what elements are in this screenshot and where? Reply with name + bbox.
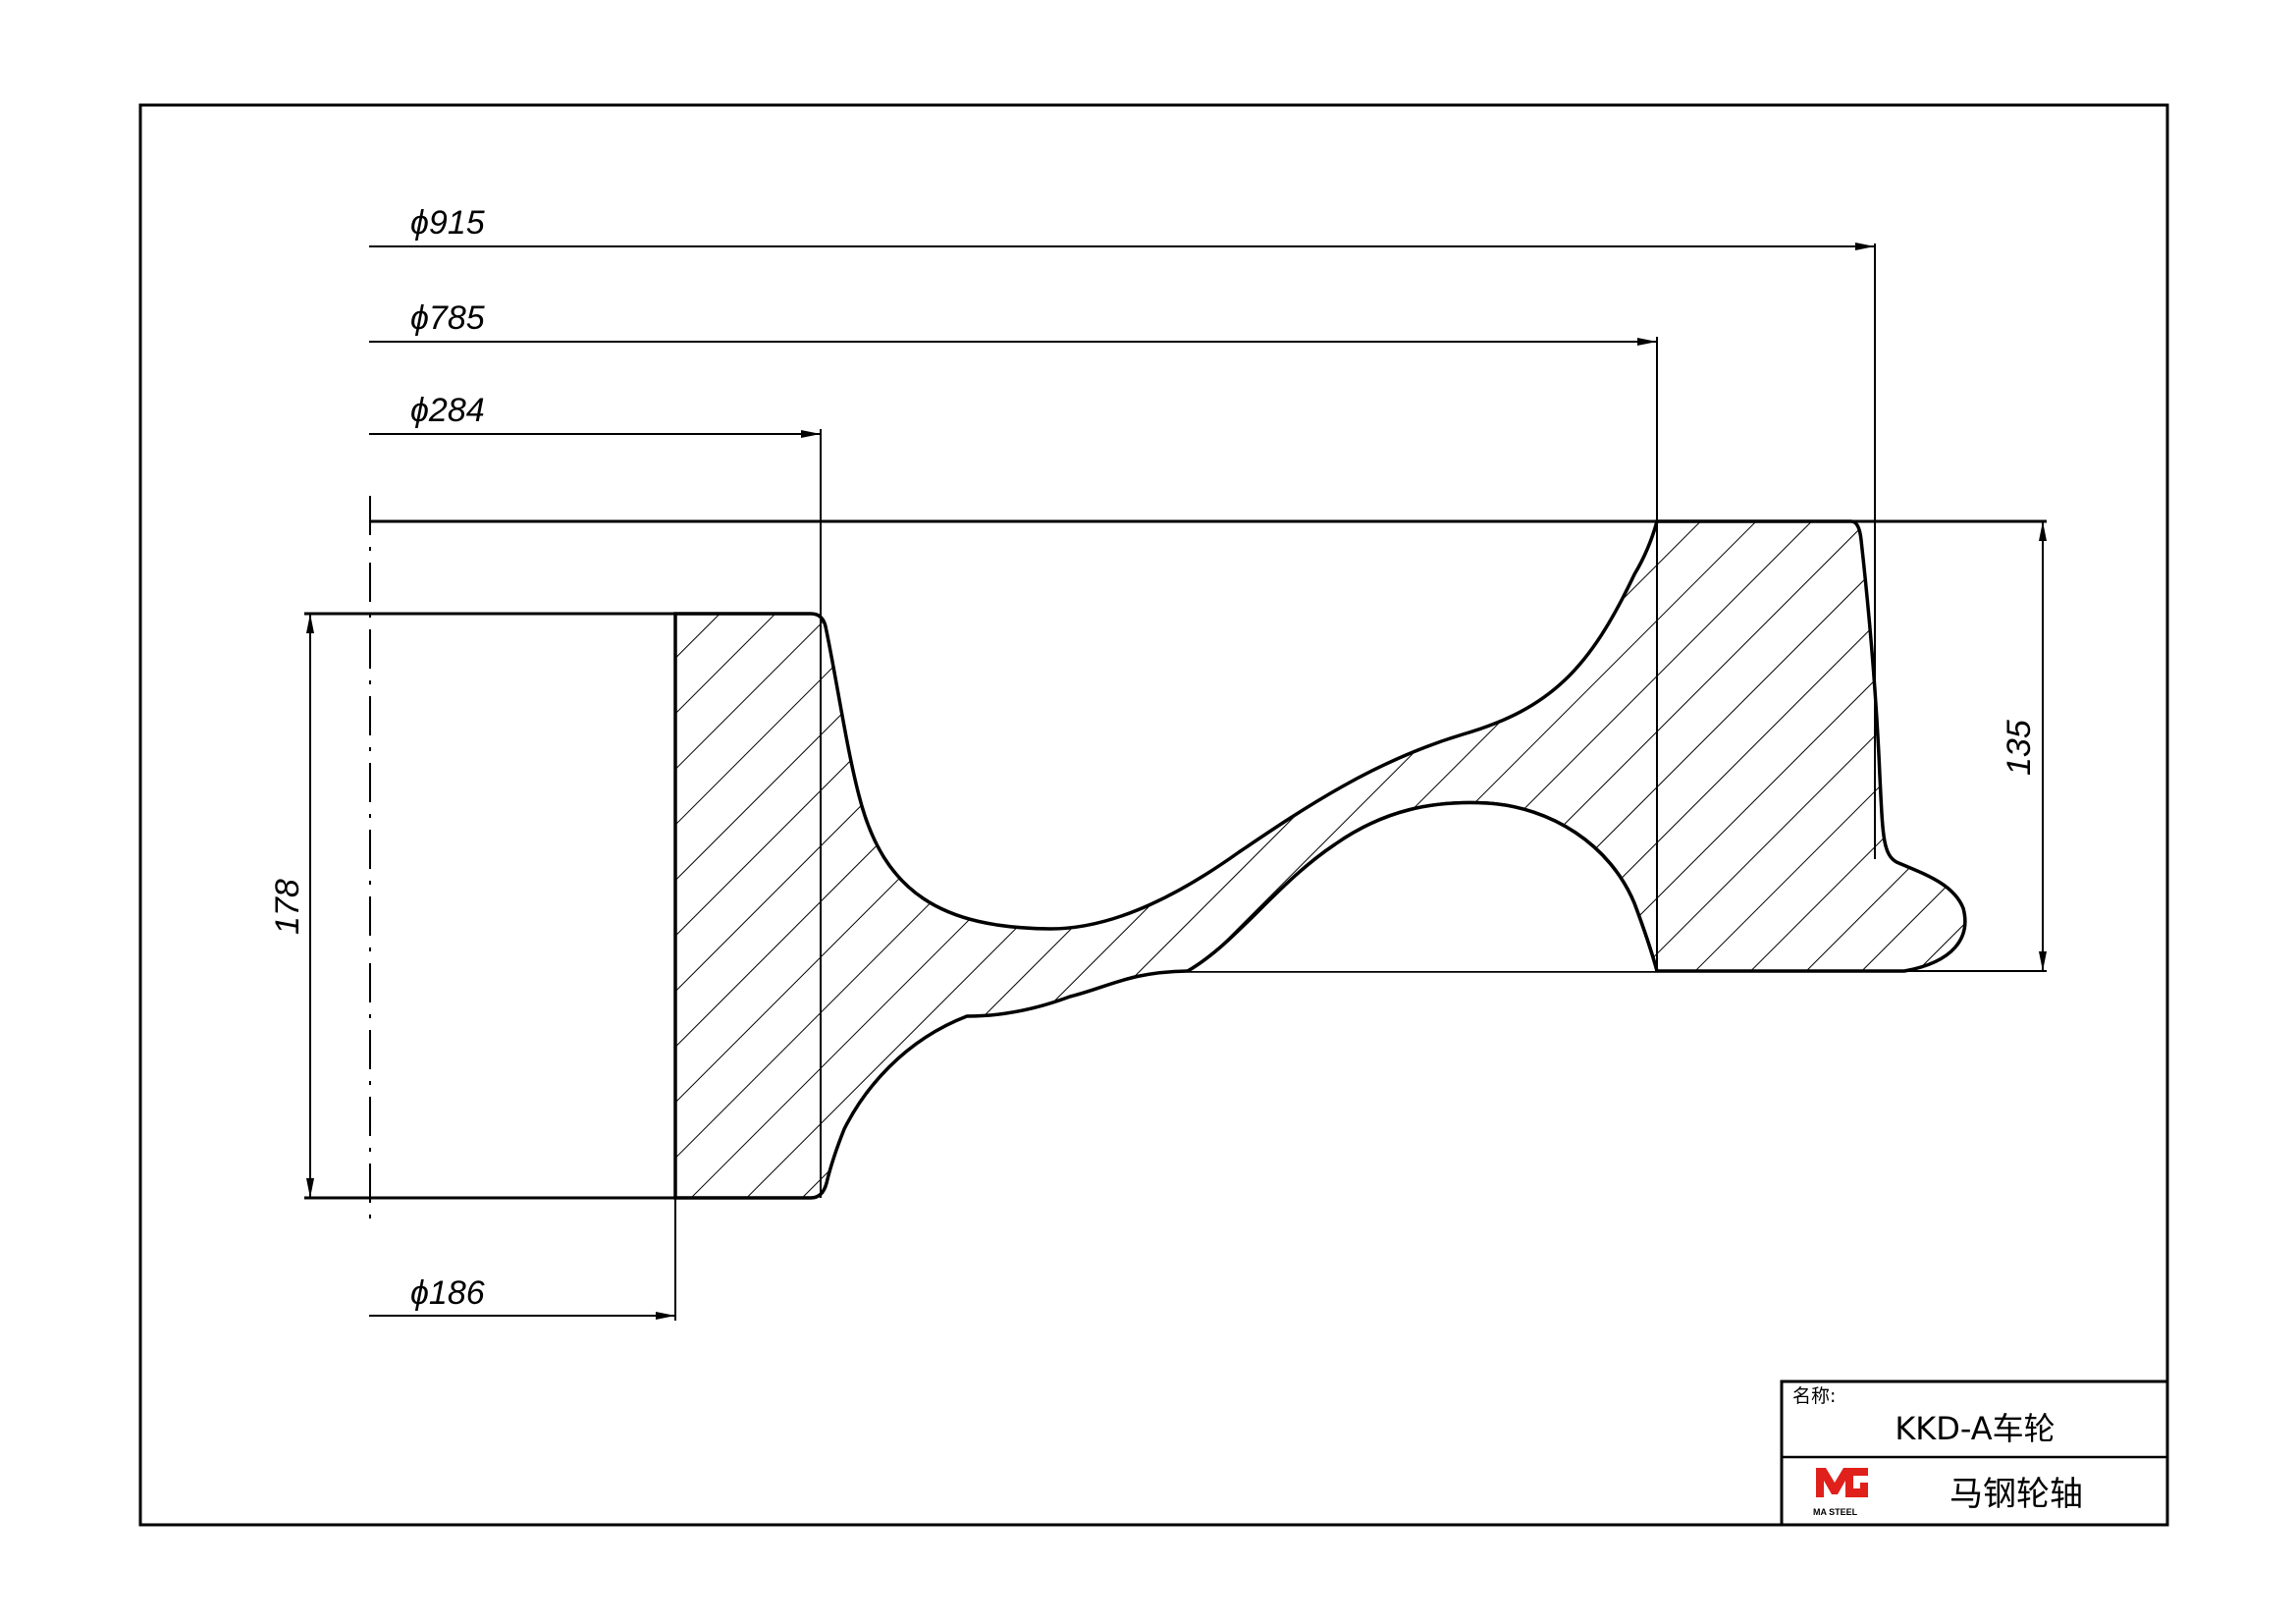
drawing-frame: [138, 103, 2169, 1527]
dim-text-d915: ϕ915: [410, 204, 485, 242]
dim-text-d186: ϕ186: [410, 1274, 485, 1312]
part-name: KKD-A车轮: [1895, 1410, 2055, 1447]
dim-text-h178: 178: [269, 879, 306, 935]
company-name: 马钢轮轴: [1949, 1475, 2083, 1514]
masteel-logo: MA STEEL: [1813, 1468, 1868, 1517]
masteel-logo-text: MA STEEL: [1813, 1507, 1858, 1517]
dim-text-h135: 135: [2001, 720, 2038, 776]
title-block-frame: [1780, 1380, 2169, 1527]
dim-text-d284: ϕ284: [410, 392, 485, 429]
web-inner-fill: [1188, 802, 1657, 971]
web-inner-outline: [1187, 800, 1659, 973]
name-label: 名称:: [1792, 1385, 1836, 1407]
dim-text-d785: ϕ785: [410, 299, 485, 337]
masteel-logo-mark: [1816, 1468, 1868, 1497]
title-block: 名称: KKD-A车轮 MA STEEL 马钢轮轴: [1780, 1380, 2169, 1527]
